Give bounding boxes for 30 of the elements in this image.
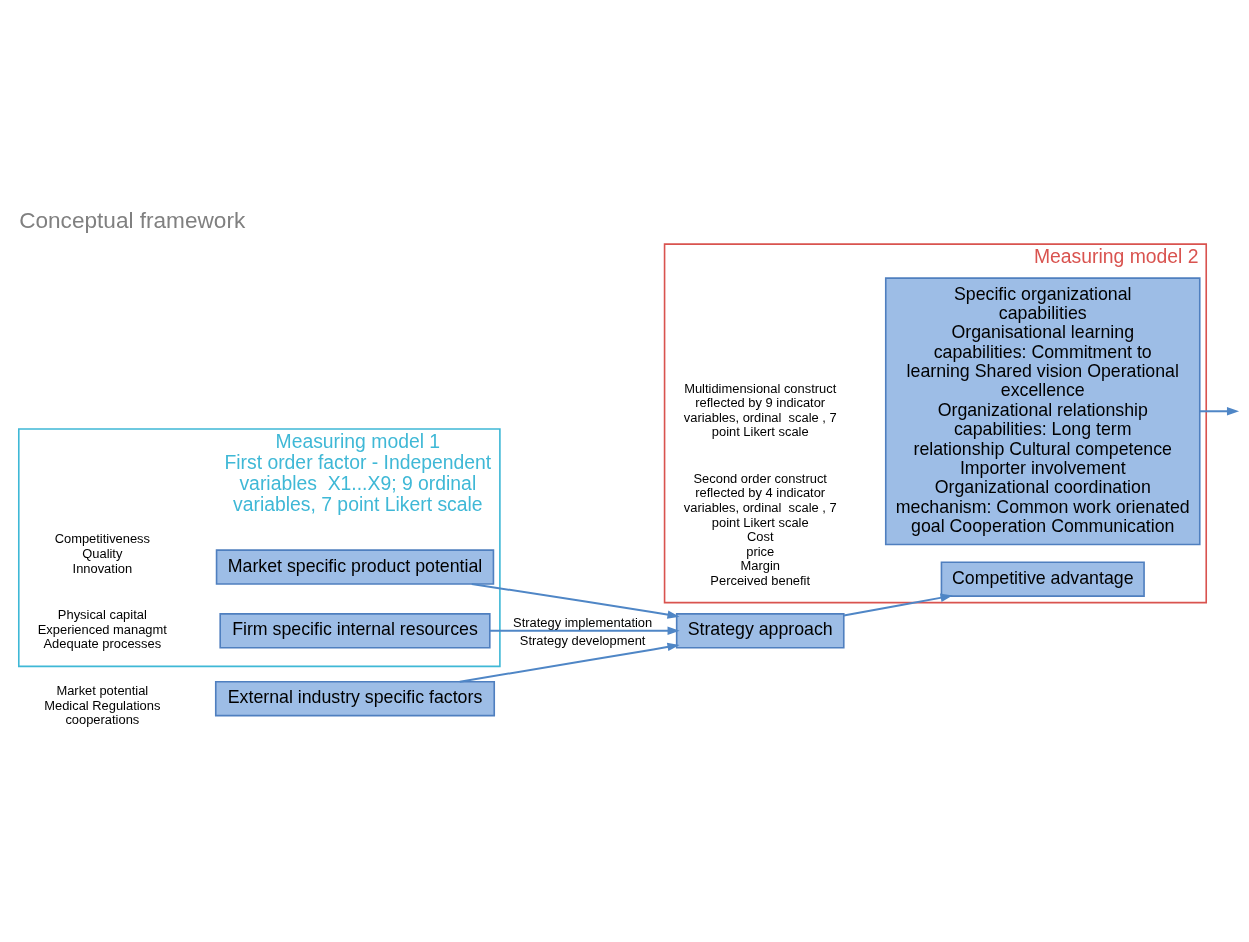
node-box: Market specific product potential	[215, 549, 495, 585]
node-label: Adequate processes	[43, 636, 162, 652]
node-label: Second order construct	[693, 470, 827, 486]
node-label: Physical capital	[57, 607, 147, 623]
arrow	[489, 626, 680, 636]
node-label: Market potential	[56, 683, 149, 699]
node-box: Firm specific internal resources	[219, 613, 491, 649]
arrow	[843, 593, 953, 617]
node-label: Multidimensional construct	[684, 380, 837, 396]
node-label: Quality	[82, 546, 123, 562]
node-box: External industry specific factors	[214, 680, 496, 717]
node-label: Margin	[740, 558, 780, 574]
edge-label: Strategy development	[519, 633, 646, 649]
node-label: reflected by 9 indicator variables, ordinal scale , 7 point Likert scale	[683, 395, 837, 440]
node-box: Specific organizational capabilities Organisational learning capabilities: Commitment to learning Shared vision Operational excellence Organizational relationship capabilities: Long term relationship Cultural competence Importer involvement Organizational coordination mechanism: Common work orienated goal Cooperation Communication	[884, 277, 1201, 546]
arrow	[471, 583, 680, 619]
node-label: Medical Regulations	[44, 697, 161, 713]
node-label: Experienced managmt	[37, 621, 167, 637]
arrow	[1199, 407, 1240, 416]
node-label: Innovation	[72, 560, 133, 576]
node-label: Cost	[746, 529, 774, 545]
diagram-title: Conceptual framework	[19, 207, 246, 233]
edge-label: Strategy implementation	[513, 614, 653, 630]
node-box: Strategy approach	[675, 613, 845, 649]
node-label: reflected by 4 indicator variables, ordinal scale , 7 point Likert scale	[683, 485, 837, 530]
node-label: cooperations	[65, 712, 140, 728]
node-box: Competitive advantage	[940, 561, 1145, 597]
node-label: Perceived benefit	[710, 572, 811, 588]
node-label: Competitiveness	[54, 531, 151, 547]
node-label: price	[746, 543, 775, 559]
